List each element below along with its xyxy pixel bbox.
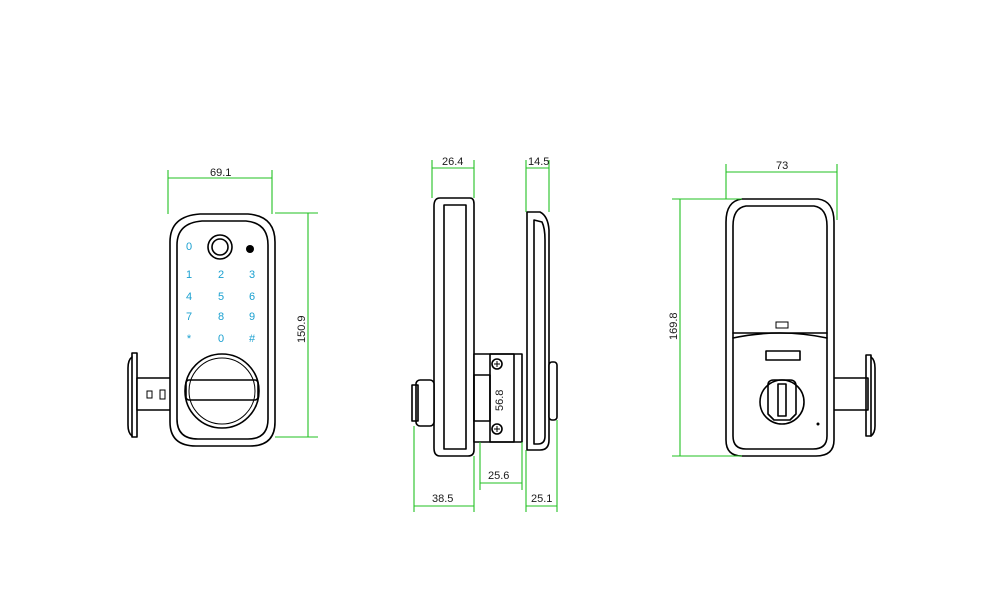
front-view: 0 1 2 3 4 5 6 7 8 9 * 0 # 69.1 [127, 167, 318, 447]
dim-side-rear-depth: 14.5 [525, 156, 550, 212]
key: 7 [186, 311, 192, 323]
dim-side-front-depth: 26.4 [431, 156, 475, 198]
svg-text:25.6: 25.6 [488, 470, 509, 482]
key: 9 [249, 311, 255, 323]
rear-latch [831, 354, 876, 437]
key: 8 [218, 311, 224, 323]
svg-text:25.1: 25.1 [531, 493, 552, 505]
key: 0 [186, 241, 192, 253]
dim-rear-height: 169.8 [668, 198, 742, 457]
side-front-body [433, 197, 475, 457]
front-knob [184, 353, 260, 429]
rear-view: 73 169.8 [668, 160, 876, 457]
key: 4 [186, 291, 192, 303]
svg-text:56.8: 56.8 [494, 390, 506, 411]
key: 2 [218, 269, 224, 281]
svg-text:26.4: 26.4 [442, 156, 463, 168]
svg-text:14.5: 14.5 [528, 156, 549, 168]
dim-rear-width: 73 [725, 160, 838, 220]
svg-text:73: 73 [776, 160, 788, 172]
fingerprint-sensor [207, 234, 233, 260]
keypad: 0 1 2 3 4 5 6 7 8 9 * 0 # [186, 241, 256, 345]
dim-bolt-spacing: 25.6 [479, 442, 523, 490]
dim-front-height: 150.9 [275, 212, 318, 438]
front-body [169, 213, 276, 447]
indicator-dot [246, 245, 254, 253]
svg-text:150.9: 150.9 [296, 315, 308, 343]
svg-text:38.5: 38.5 [432, 493, 453, 505]
side-front-knob [415, 379, 435, 427]
front-latch [127, 352, 174, 438]
dim-side-total-rear: 25.1 [525, 420, 558, 512]
key: * [187, 333, 192, 345]
key: 5 [218, 291, 224, 303]
svg-text:169.8: 169.8 [668, 312, 680, 340]
key: 0 [218, 333, 224, 345]
svg-text:69.1: 69.1 [210, 167, 231, 179]
side-rear-knob [548, 361, 558, 421]
release-tab [765, 350, 801, 361]
rear-thumb-turn [767, 379, 797, 421]
side-view: 56.8 26.4 14.5 25.6 [411, 156, 558, 512]
key: 6 [249, 291, 255, 303]
dim-front-width: 69.1 [167, 167, 273, 214]
dim-side-total-front: 38.5 [413, 426, 475, 512]
key: # [249, 333, 256, 345]
key: 1 [186, 269, 192, 281]
key: 3 [249, 269, 255, 281]
side-rear-body [526, 211, 550, 451]
